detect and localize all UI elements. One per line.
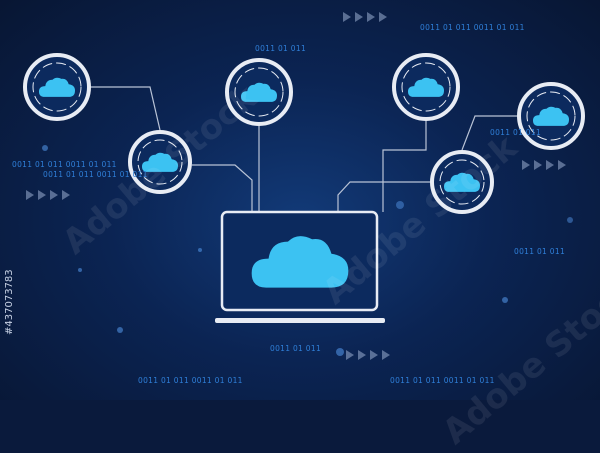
laptop — [215, 210, 385, 323]
binary-text: 0011 01 011 — [255, 44, 307, 53]
connector-lines — [89, 86, 519, 212]
binary-text: 0011 01 011 0011 01 011 — [43, 170, 148, 179]
binary-text: 0011 01 011 — [490, 128, 542, 137]
binary-text: 0011 01 011 — [270, 344, 322, 353]
laptop-base — [215, 318, 385, 323]
network-graphic — [23, 12, 585, 360]
stock-id: #437073783 — [4, 269, 15, 335]
cloud-node — [517, 82, 585, 150]
binary-text: 0011 01 011 — [514, 247, 566, 256]
cloud-node — [23, 53, 91, 121]
binary-text: 0011 01 011 0011 01 011 — [12, 160, 117, 169]
cloud-node — [128, 130, 192, 194]
cloud-nodes — [23, 53, 585, 214]
glow-dots — [42, 145, 573, 356]
binary-text: 0011 01 011 0011 01 011 — [390, 376, 495, 385]
cloud-node — [430, 150, 494, 214]
binary-text: 0011 01 011 0011 01 011 — [420, 23, 525, 32]
cloud-node — [392, 53, 460, 121]
cloud-node — [225, 58, 293, 126]
binary-text: 0011 01 011 0011 01 011 — [138, 376, 243, 385]
